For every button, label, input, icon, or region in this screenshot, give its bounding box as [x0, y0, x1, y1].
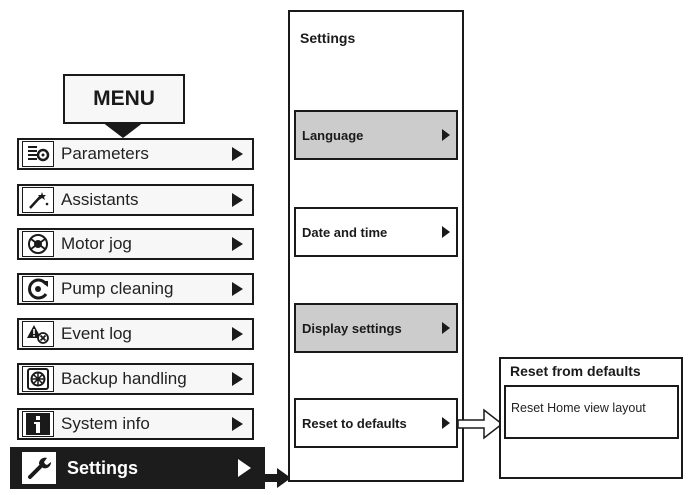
menu-item-backup-handling[interactable]: Backup handling — [17, 363, 254, 395]
menu-item-motor-jog[interactable]: Motor jog — [17, 228, 254, 260]
settings-panel-title: Settings — [300, 30, 356, 46]
parameters-icon — [22, 141, 54, 167]
menu-item-system-info[interactable]: System info — [17, 408, 254, 440]
menu-item-settings[interactable]: Settings — [10, 447, 265, 489]
chevron-right-icon — [232, 282, 243, 296]
menu-item-label: Parameters — [61, 144, 149, 163]
event-log-warning-icon — [22, 321, 54, 347]
chevron-right-icon — [232, 417, 243, 431]
menu-item-pump-cleaning[interactable]: Pump cleaning — [17, 273, 254, 305]
chevron-right-icon — [442, 129, 450, 141]
menu-pointer-triangle — [102, 122, 144, 138]
chevron-right-icon — [238, 459, 251, 477]
arrow-right-icon — [265, 468, 291, 488]
chevron-right-icon — [442, 226, 450, 238]
motor-jog-icon — [22, 231, 54, 257]
settings-item-label: Language — [302, 127, 364, 143]
settings-item-language[interactable]: Language — [294, 110, 458, 160]
chevron-right-icon — [232, 237, 243, 251]
chevron-right-icon — [232, 372, 243, 386]
chevron-right-icon — [232, 193, 243, 207]
settings-item-display-settings[interactable]: Display settings — [294, 303, 458, 353]
menu-item-label: Pump cleaning — [61, 279, 174, 298]
menu-item-label: System info — [61, 414, 150, 433]
settings-item-reset-to-defaults[interactable]: Reset to defaults — [294, 398, 458, 448]
settings-item-label: Date and time — [302, 224, 388, 240]
settings-item-date-and-time[interactable]: Date and time — [294, 207, 458, 257]
settings-wrench-icon — [22, 452, 56, 484]
menu-item-assistants[interactable]: Assistants — [17, 184, 254, 216]
backup-handling-icon — [22, 366, 54, 392]
menu-item-label: Backup handling — [61, 369, 187, 388]
chevron-right-icon — [232, 327, 243, 341]
system-info-icon — [22, 411, 54, 437]
menu-item-label: Motor jog — [61, 234, 132, 253]
pump-cleaning-icon — [22, 276, 54, 302]
chevron-right-icon — [442, 417, 450, 429]
settings-item-label: Reset to defaults — [302, 415, 407, 431]
chevron-right-icon — [232, 147, 243, 161]
settings-item-label: Display settings — [302, 320, 402, 336]
menu-item-label: Settings — [67, 457, 139, 478]
reset-panel-title: Reset from defaults — [510, 363, 641, 379]
connector-arrow-icon — [458, 408, 504, 440]
menu-header: MENU — [63, 74, 185, 124]
menu-item-event-log[interactable]: Event log — [17, 318, 254, 350]
chevron-right-icon — [442, 322, 450, 334]
menu-item-parameters[interactable]: Parameters — [17, 138, 254, 170]
assistants-wand-icon — [22, 187, 54, 213]
reset-home-view-layout-option[interactable]: Reset Home view layout — [504, 385, 679, 439]
menu-item-label: Event log — [61, 324, 132, 343]
menu-item-label: Assistants — [61, 190, 139, 209]
